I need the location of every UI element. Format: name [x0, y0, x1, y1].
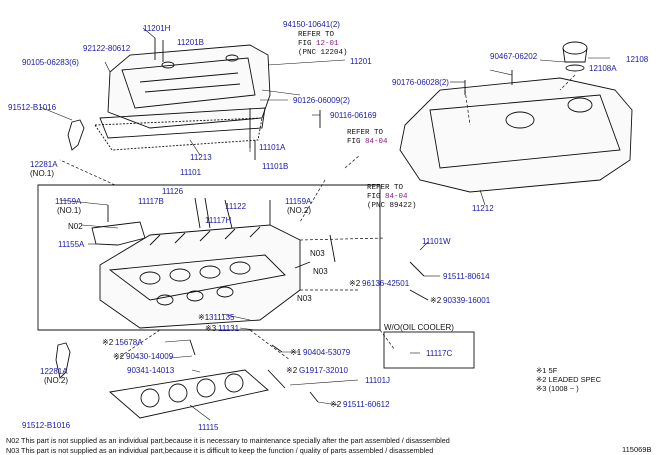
part-callout-11117h[interactable]: 11117H [205, 216, 232, 225]
part-callout-12281a-no1-sub: (NO.1) [30, 169, 54, 178]
part-callout-11101w[interactable]: 11101W [422, 237, 451, 246]
mark-s2-d: ※2 [113, 352, 125, 361]
mark-s2-c: ※2 [102, 338, 114, 347]
part-callout-94150-10641[interactable]: 94150-10641(2) [283, 20, 340, 29]
engine-cover-drawing [399, 77, 633, 193]
hook-lower-drawing [55, 342, 71, 379]
part-callout-11117b[interactable]: 11117B [138, 197, 164, 206]
note-code-n02: N02 [68, 222, 83, 231]
part-callout-90467-06202[interactable]: 90467-06202 [490, 52, 538, 61]
part-callout-90339-16001[interactable]: 90339-16001 [443, 296, 491, 305]
part-callout-90116-06169[interactable]: 90116-06169 [330, 111, 377, 120]
part-callout-g1917-32010[interactable]: G1917-32010 [299, 366, 348, 375]
part-callout-311135[interactable]: 311135 [209, 313, 235, 322]
legend-line-2: ※2 LEADED SPEC [536, 375, 602, 384]
part-callout-90341-14013[interactable]: 90341-14013 [127, 366, 175, 375]
part-callout-12108[interactable]: 12108 [626, 55, 649, 64]
part-callout-11126[interactable]: 11126 [162, 187, 184, 196]
part-callout-12281a-no2-sub: (NO.2) [44, 376, 68, 385]
part-callout-91512-b1016-lower[interactable]: 91512-B1016 [22, 421, 71, 430]
part-callout-92122-80612[interactable]: 92122-80612 [83, 44, 131, 53]
part-callout-91511-60612[interactable]: 91511-60612 [343, 400, 390, 409]
refer-mid-line1: REFER TO [347, 129, 384, 137]
part-callout-90126-06009[interactable]: 90126-06009(2) [293, 96, 350, 105]
hook-upper-drawing [67, 119, 85, 151]
diagram-id: 115069B [622, 445, 652, 454]
part-callout-11159a-no2[interactable]: 11159A [285, 197, 312, 206]
part-callout-11115[interactable]: 11115 [198, 423, 219, 432]
refer-low-fig-link[interactable]: 84-04 [385, 193, 408, 201]
oil-filler-cap-drawing [562, 41, 588, 72]
part-callout-11155a[interactable]: 11155A [58, 240, 85, 249]
part-callout-11213[interactable]: 11213 [190, 153, 212, 162]
part-callout-11101j[interactable]: 11101J [365, 376, 391, 385]
part-callout-11101b[interactable]: 11101B [262, 162, 289, 171]
part-callout-12281a-no2[interactable]: 12281A [40, 367, 68, 376]
oil-cooler-box [383, 331, 475, 369]
part-callout-91511-80614[interactable]: 91511-80614 [443, 272, 490, 281]
refer-top-fig-link[interactable]: 12-01 [316, 40, 339, 48]
mark-s2-a: ※2 [349, 279, 361, 288]
part-callout-11159a-no1-sub: (NO.1) [57, 206, 81, 215]
part-callout-11201b[interactable]: 11201B [177, 38, 204, 47]
mark-s2-f: ※2 [330, 400, 342, 409]
note-code-n03-b: N03 [313, 267, 328, 276]
legend-line-3: ※3 (1008 ~ ) [536, 384, 579, 393]
refer-low-line1: REFER TO [367, 184, 404, 192]
refer-top-fig: FIG 12-01 [298, 40, 339, 48]
part-callout-11117c[interactable]: 11117C [426, 349, 453, 358]
refer-mid-fig: FIG 84-04 [347, 138, 388, 146]
refer-top-line1: REFER TO [298, 31, 335, 39]
part-callout-11201[interactable]: 11201 [350, 57, 372, 66]
refer-low-pnc: (PNC 89422) [367, 202, 417, 210]
part-callout-11212[interactable]: 11212 [472, 204, 494, 213]
mark-s3: ※3 [205, 324, 217, 333]
footnote-n03: N03 This part is not supplied as an indi… [6, 446, 434, 455]
part-callout-11131[interactable]: 11131 [218, 324, 240, 333]
note-code-n03-c: N03 [297, 294, 312, 303]
part-callout-11159a-no2-sub: (NO.2) [287, 206, 311, 215]
footnote-n02: N02 This part is not supplied as an indi… [6, 436, 450, 445]
head-gasket-drawing [108, 369, 269, 419]
part-callout-11159a-no1[interactable]: 11159A [55, 197, 82, 206]
mark-s2-b: ※2 [430, 296, 442, 305]
part-callout-90404-53079[interactable]: 90404-53079 [303, 348, 351, 357]
cylinder-head-drawing [99, 224, 301, 329]
bearing-cap-drawing [91, 221, 146, 246]
legend-line-1: ※1 5F [536, 366, 558, 375]
refer-top-pnc: (PNC 12204) [298, 49, 348, 57]
mark-s2-e: ※2 [286, 366, 298, 375]
cylinder-head-cover-drawing [99, 44, 271, 139]
note-code-n03-a: N03 [310, 249, 325, 258]
part-callout-90105-06283[interactable]: 90105-06283(6) [22, 58, 79, 67]
part-callout-11101a[interactable]: 11101A [259, 143, 286, 152]
part-callout-12108a[interactable]: 12108A [589, 64, 617, 73]
part-callout-96136-42501[interactable]: 96136-42501 [362, 279, 410, 288]
part-callout-11101[interactable]: 11101 [180, 168, 202, 177]
part-callout-15678a[interactable]: 15678A [115, 338, 143, 347]
oil-cooler-label: W/O(OIL COOLER) [384, 323, 454, 332]
part-callout-12281a-no1[interactable]: 12281A [30, 160, 58, 169]
head-cover-gasket-drawing [94, 117, 263, 151]
part-callout-90176-06028[interactable]: 90176-06028(2) [392, 78, 449, 87]
part-callout-11122[interactable]: 11122 [225, 202, 247, 211]
part-callout-91512-b1016-upper[interactable]: 91512-B1016 [8, 103, 57, 112]
refer-mid-fig-link[interactable]: 84-04 [365, 138, 388, 146]
refer-low-fig: FIG 84-04 [367, 193, 408, 201]
part-callout-11201h[interactable]: 11201H [143, 24, 171, 33]
part-callout-90430-14009[interactable]: 90430-14009 [126, 352, 174, 361]
mark-s1-b: ※1 [290, 348, 302, 357]
mark-s1-a: ※1 [198, 313, 210, 322]
